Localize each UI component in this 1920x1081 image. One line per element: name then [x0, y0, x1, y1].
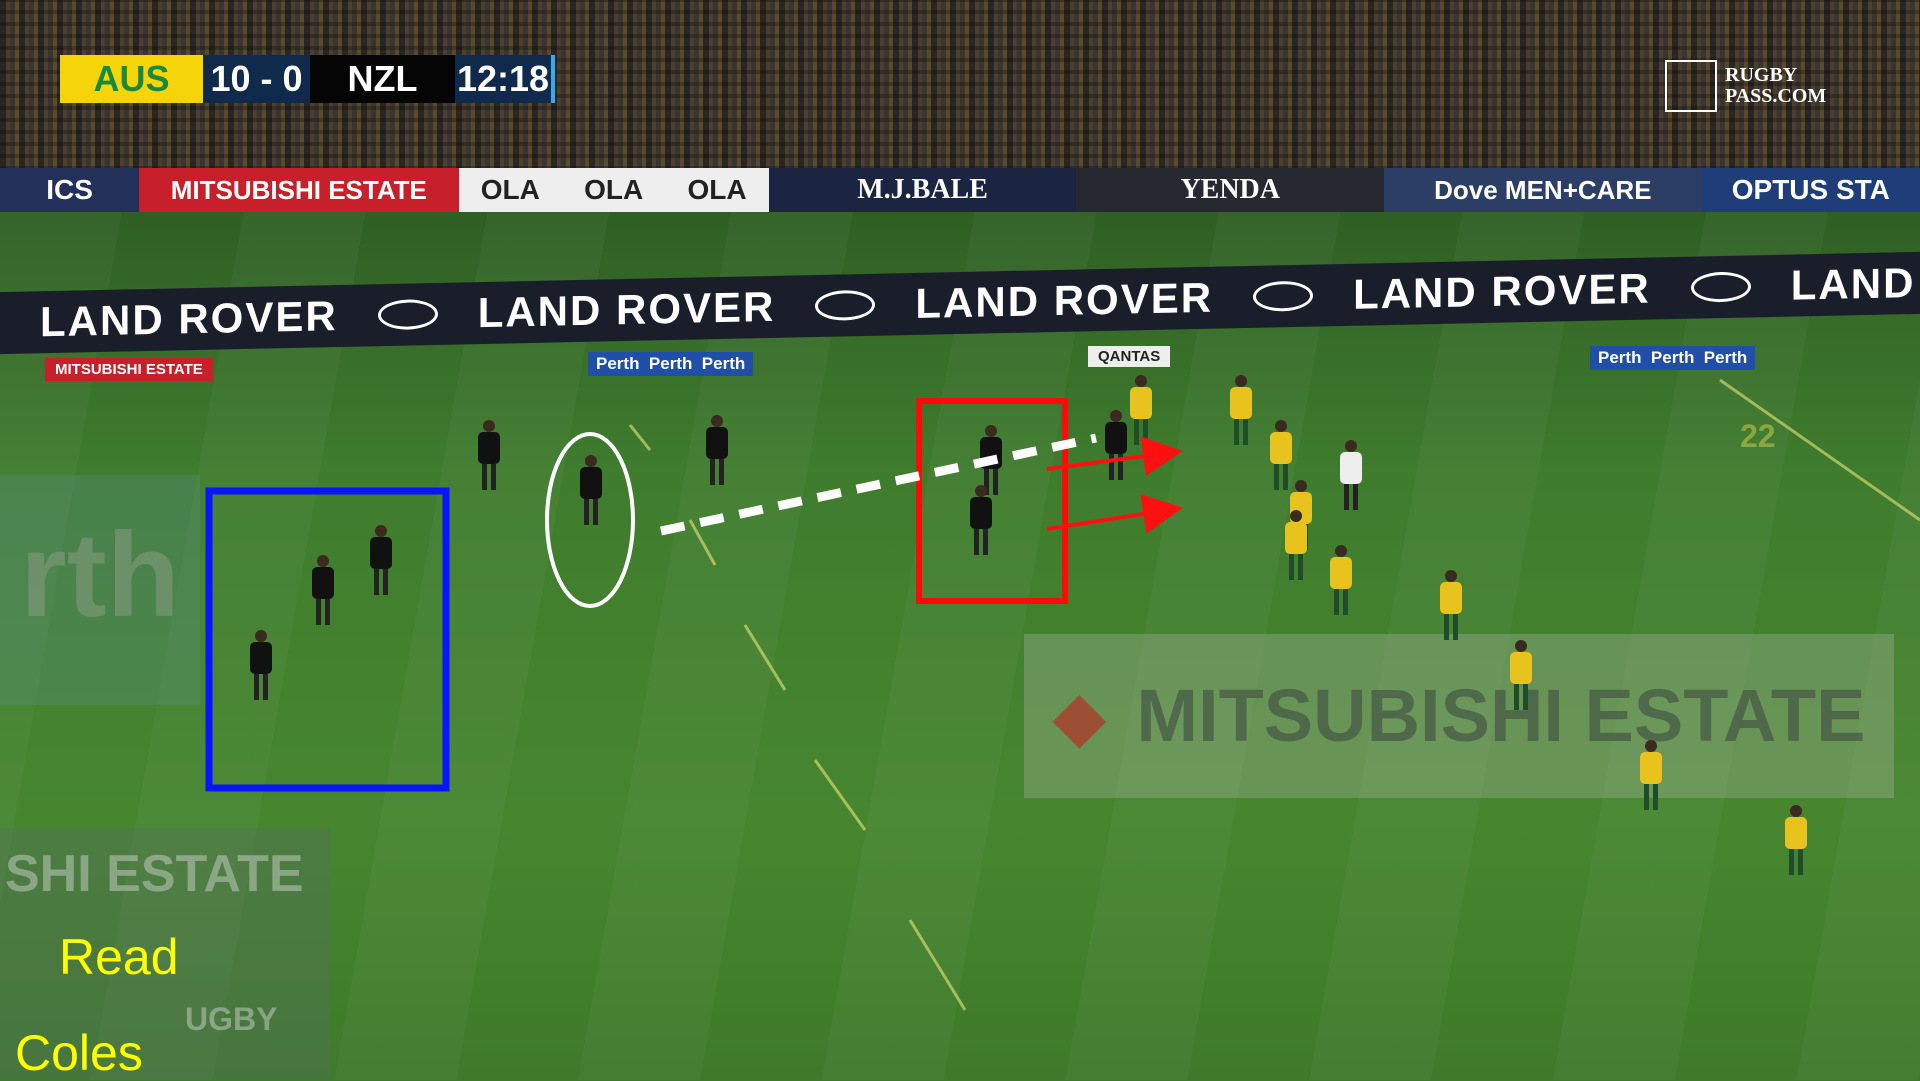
home-team: AUS	[60, 55, 203, 103]
aus-player	[1785, 805, 1807, 875]
pitch-line	[908, 919, 967, 1011]
nz-player	[478, 420, 500, 490]
watermark-text: MITSUBISHI ESTATE	[1136, 674, 1866, 757]
22-line-marking: 22	[1740, 418, 1776, 454]
perth-sign: Perth Perth Perth	[588, 352, 754, 376]
watermark-text: rth	[20, 508, 180, 642]
blue-highlight-box	[205, 487, 450, 792]
pitch-line	[628, 424, 652, 451]
rugbypass-logo: RUGBY PASS.COM	[1665, 60, 1826, 112]
aus-player	[1440, 570, 1462, 640]
logo-line1: RUGBY	[1725, 64, 1798, 86]
red-arrow	[1046, 436, 1183, 477]
ad-board: MITSUBISHI ESTATE	[139, 168, 459, 212]
ad-board: Dove MEN+CARE	[1384, 168, 1702, 212]
watermark-text: UGBY	[185, 1001, 278, 1037]
perth-sign: Perth Perth Perth	[1590, 346, 1756, 370]
ad-board: OLA	[665, 168, 769, 212]
nz-player	[250, 630, 272, 700]
qantas-sign: QANTAS	[1088, 346, 1171, 367]
nz-player	[580, 455, 602, 525]
aus-player	[1330, 545, 1352, 615]
aus-player	[1640, 740, 1662, 810]
pitch-line	[688, 519, 717, 566]
aus-player	[1270, 420, 1292, 490]
annotation-label-read: Read	[59, 929, 179, 985]
mitsubishi-sign: MITSUBISHI ESTATE	[45, 358, 213, 381]
aus-player	[1230, 375, 1252, 445]
perth-field-logo: rth	[0, 475, 200, 705]
pass-line-dashed	[660, 433, 1097, 536]
rugbypass-mark-icon	[1665, 60, 1717, 112]
away-team: NZL	[310, 55, 455, 103]
aus-player	[1510, 640, 1532, 710]
score: 10 - 0	[203, 55, 310, 103]
mitsubishi-diamonds-icon: ◆	[1052, 677, 1107, 755]
ad-board: M.J.BALE	[768, 168, 1077, 212]
scoreboard: AUS 10 - 0 NZL 12:18	[60, 55, 555, 103]
pitch-line	[813, 759, 867, 831]
ad-board: OPTUS STA	[1701, 168, 1920, 212]
mitsubishi-field-logo: ◆ MITSUBISHI ESTATE	[1024, 634, 1894, 798]
nz-player	[970, 485, 992, 555]
ad-board: OLA	[458, 168, 562, 212]
stadium-crowd	[0, 0, 1920, 170]
logo-line2: PASS.COM	[1725, 85, 1827, 107]
match-clock: 12:18	[455, 55, 555, 103]
nz-player	[312, 555, 334, 625]
nz-player	[370, 525, 392, 595]
aus-player	[1285, 510, 1307, 580]
watermark-text: SHI ESTATE	[5, 845, 304, 903]
annotation-label-coles: Coles	[15, 1025, 143, 1081]
nz-player	[706, 415, 728, 485]
red-arrow	[1046, 494, 1183, 534]
ad-board: YENDA	[1076, 168, 1385, 212]
top-advertising-boards: ICS MITSUBISHI ESTATE OLA OLA OLA M.J.BA…	[0, 168, 1920, 212]
red-highlight-box	[916, 398, 1068, 604]
white-highlight-ellipse	[545, 432, 635, 608]
referee	[1340, 440, 1362, 510]
corner-field-logo: SHI ESTATE UGBY	[0, 828, 330, 1080]
pitch-line	[1719, 378, 1920, 522]
ad-board: OLA	[561, 168, 666, 212]
pitch-line	[743, 624, 787, 691]
ad-board: ICS	[0, 168, 140, 212]
